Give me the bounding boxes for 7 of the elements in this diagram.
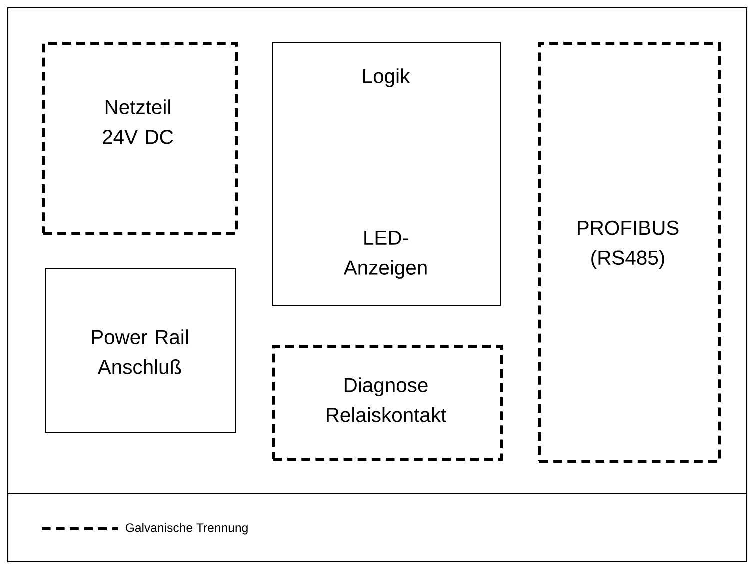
box-label: Power Rail Anschluß [92,330,188,374]
box-label: Netzteil 24V DC [103,100,174,144]
box-label: LED-Anzeigen [344,231,427,279]
box-label: Diagnose Relaiskontakt [327,378,446,422]
box-label: Logik [364,68,410,88]
box-label: PROFIBUS (RS485) [578,220,679,270]
legend-label: Galvanische Trennung [126,523,248,535]
